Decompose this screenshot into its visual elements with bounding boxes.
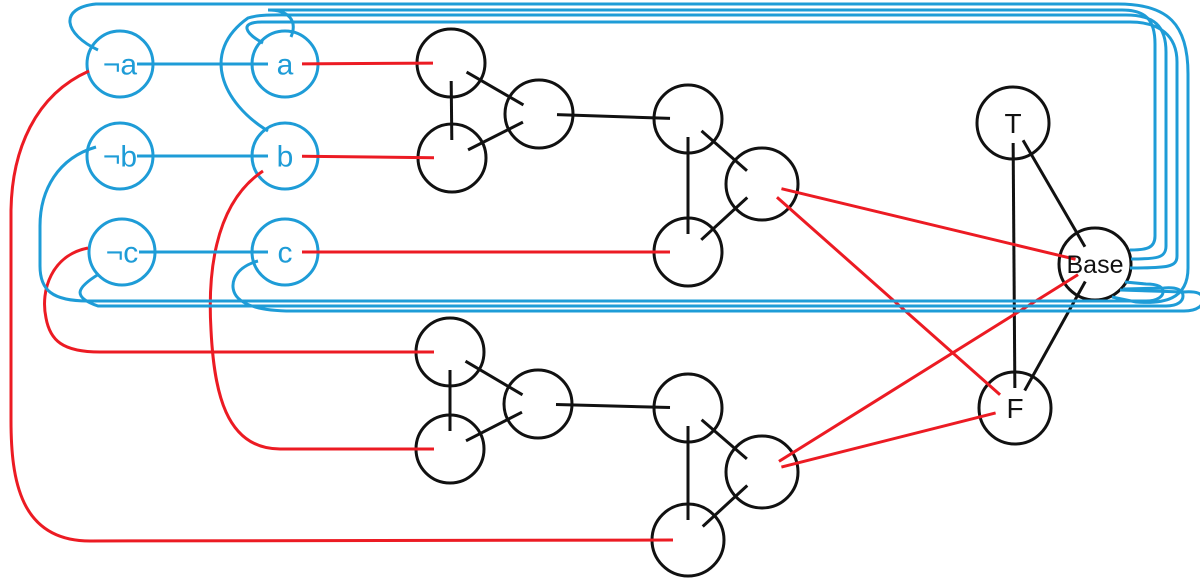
edge-a6-Base xyxy=(781,187,1076,261)
node-label-not_a: ¬a xyxy=(103,49,138,82)
node-a6 xyxy=(724,146,800,222)
edge-not_a-b5 xyxy=(9,69,674,543)
edge-not_c-b1 xyxy=(43,246,434,354)
edge-c-base xyxy=(231,259,1200,313)
edge-b-base xyxy=(219,13,1168,261)
edge-b-b2 xyxy=(208,169,434,451)
node-label-not_c: ¬c xyxy=(106,237,139,270)
edge-T-Base xyxy=(1021,139,1087,248)
edge-b6-F xyxy=(781,411,996,469)
node-label-Base: Base xyxy=(1067,251,1124,279)
edge-T-F xyxy=(1011,142,1017,389)
edge-a6-F xyxy=(775,196,1002,396)
edge-b5-b6 xyxy=(701,484,749,528)
edge-not_b-base xyxy=(38,145,1165,303)
node-label-F: F xyxy=(1006,393,1023,424)
node-label-c: c xyxy=(278,237,293,270)
edge-b4-b6 xyxy=(700,418,748,461)
edge-a5-a6 xyxy=(700,196,749,241)
clause-edges xyxy=(9,61,1079,543)
edge-a-base-outer xyxy=(245,20,1179,270)
edge-b2-b3 xyxy=(465,410,523,443)
literal-edges xyxy=(38,2,1200,313)
node-b6 xyxy=(724,434,800,510)
edge-a4-a6 xyxy=(700,129,748,172)
node-label-T: T xyxy=(1004,108,1021,139)
edge-b1-b3 xyxy=(464,359,524,397)
edge-a2-a3 xyxy=(467,120,524,152)
node-label-not_b: ¬b xyxy=(103,141,137,174)
edge-not_c-base xyxy=(78,272,1185,308)
edge-not_a-base xyxy=(68,2,1190,304)
edge-b3-b4 xyxy=(555,402,671,410)
edge-a-a1 xyxy=(301,61,434,66)
node-label-a: a xyxy=(277,49,294,82)
node-label-b: b xyxy=(277,141,294,174)
edge-b-a2 xyxy=(301,154,435,160)
edge-Base-F xyxy=(1023,280,1087,392)
edge-a1-a3 xyxy=(465,70,525,107)
edge-a1-a2 xyxy=(449,80,454,141)
edge-a3-a4 xyxy=(556,113,671,120)
